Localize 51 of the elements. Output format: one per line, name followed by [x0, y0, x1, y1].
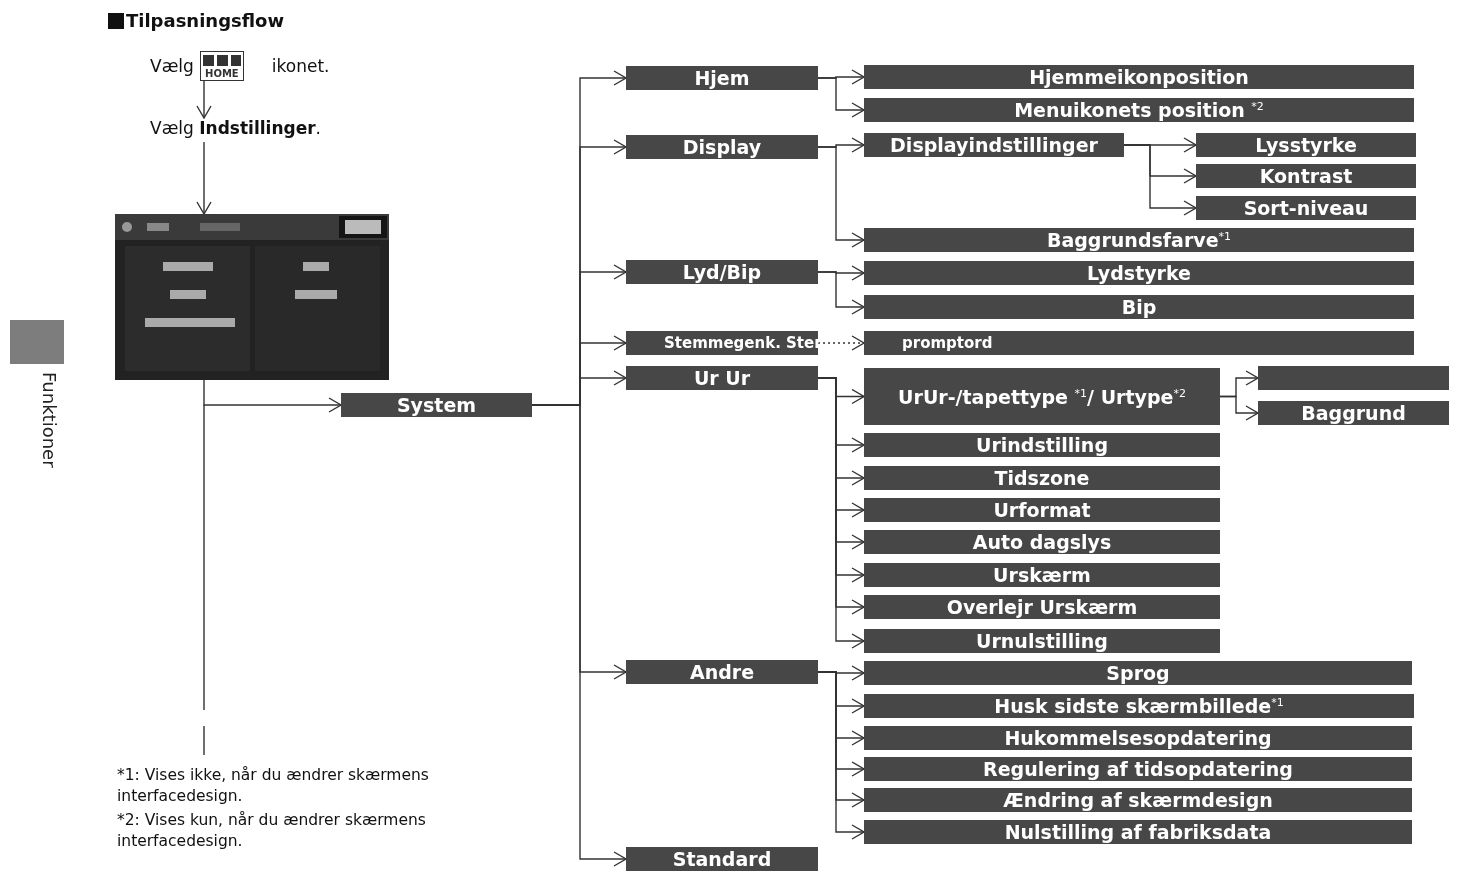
menu-box: Hukommelsesopdatering — [864, 726, 1412, 750]
menu-box: Standard — [626, 847, 818, 871]
menu-box: System — [341, 393, 532, 417]
menu-box: Urformat — [864, 498, 1220, 522]
menu-box: Lyd/Bip — [626, 260, 818, 284]
menu-box: Ur Ur — [626, 366, 818, 390]
arrow — [203, 379, 342, 413]
menu-box: Auto dagslys — [864, 530, 1220, 554]
arrow — [817, 77, 865, 118]
step-text: Vælg — [150, 56, 194, 76]
arrow — [196, 79, 212, 119]
arrow — [817, 671, 865, 840]
title: Tilpasningsflow — [108, 10, 285, 31]
menu-box: Sort-niveau — [1196, 196, 1416, 220]
menu-box: Displayindstillinger — [864, 133, 1124, 157]
picture — [115, 214, 389, 380]
menu-box: Lysstyrke — [1196, 133, 1416, 157]
menu-box: Kontrast — [1196, 164, 1416, 188]
menu-box: Husk sidste skærmbillede$^{*1}$ — [864, 694, 1414, 718]
footnote: *2: Vises kun, når du ændrer skærmens interfacedesign. — [117, 810, 427, 852]
arrow — [196, 141, 212, 215]
menu-box: Overlejr Urskærm — [864, 595, 1220, 619]
step-text: Vælg Indstillinger. — [150, 118, 321, 138]
arrow — [817, 271, 865, 315]
footnote: *1: Vises ikke, når du ændrer skærmens interfacedesign. — [117, 765, 430, 807]
menu-box: Urskærm — [864, 563, 1220, 587]
empty-box — [1258, 366, 1449, 390]
menu-box: Tidszone — [864, 466, 1220, 490]
menu-box: UrUr-/tapettype $^{*1}$/ Urtype$^{*2}$ — [864, 368, 1220, 425]
menu-box: Hjemmeikonposition — [864, 65, 1414, 89]
menu-box: Andre — [626, 660, 818, 684]
menu-box: Bip — [864, 295, 1414, 319]
menu-box: Display — [626, 135, 818, 159]
menu-box: Hjem — [626, 66, 818, 90]
arrow — [1123, 144, 1197, 216]
home-icon: HOME — [199, 51, 244, 81]
step-text: ikonet. — [271, 56, 330, 76]
menu-box: Lydstyrke — [864, 261, 1414, 285]
arrow — [817, 146, 865, 248]
section-label: Funktioner — [39, 372, 60, 468]
menu-box: Urnulstilling — [864, 629, 1220, 653]
menu-box: Nulstilling af fabriksdata — [864, 820, 1412, 844]
arrow — [1219, 395, 1259, 421]
menu-box: Ændring af skærmdesign — [864, 788, 1412, 812]
menu-box: Baggrundsfarve$^{*1}$ — [864, 228, 1414, 252]
menu-box: promptord — [864, 331, 1414, 355]
menu-box: Baggrund — [1258, 401, 1449, 425]
menu-box: Sprog — [864, 661, 1412, 685]
menu-box: Regulering af tidsopdatering — [864, 757, 1412, 781]
menu-box: Urindstilling — [864, 433, 1220, 457]
menu-box: Menuikonets position $^{*2}$ — [864, 98, 1414, 122]
